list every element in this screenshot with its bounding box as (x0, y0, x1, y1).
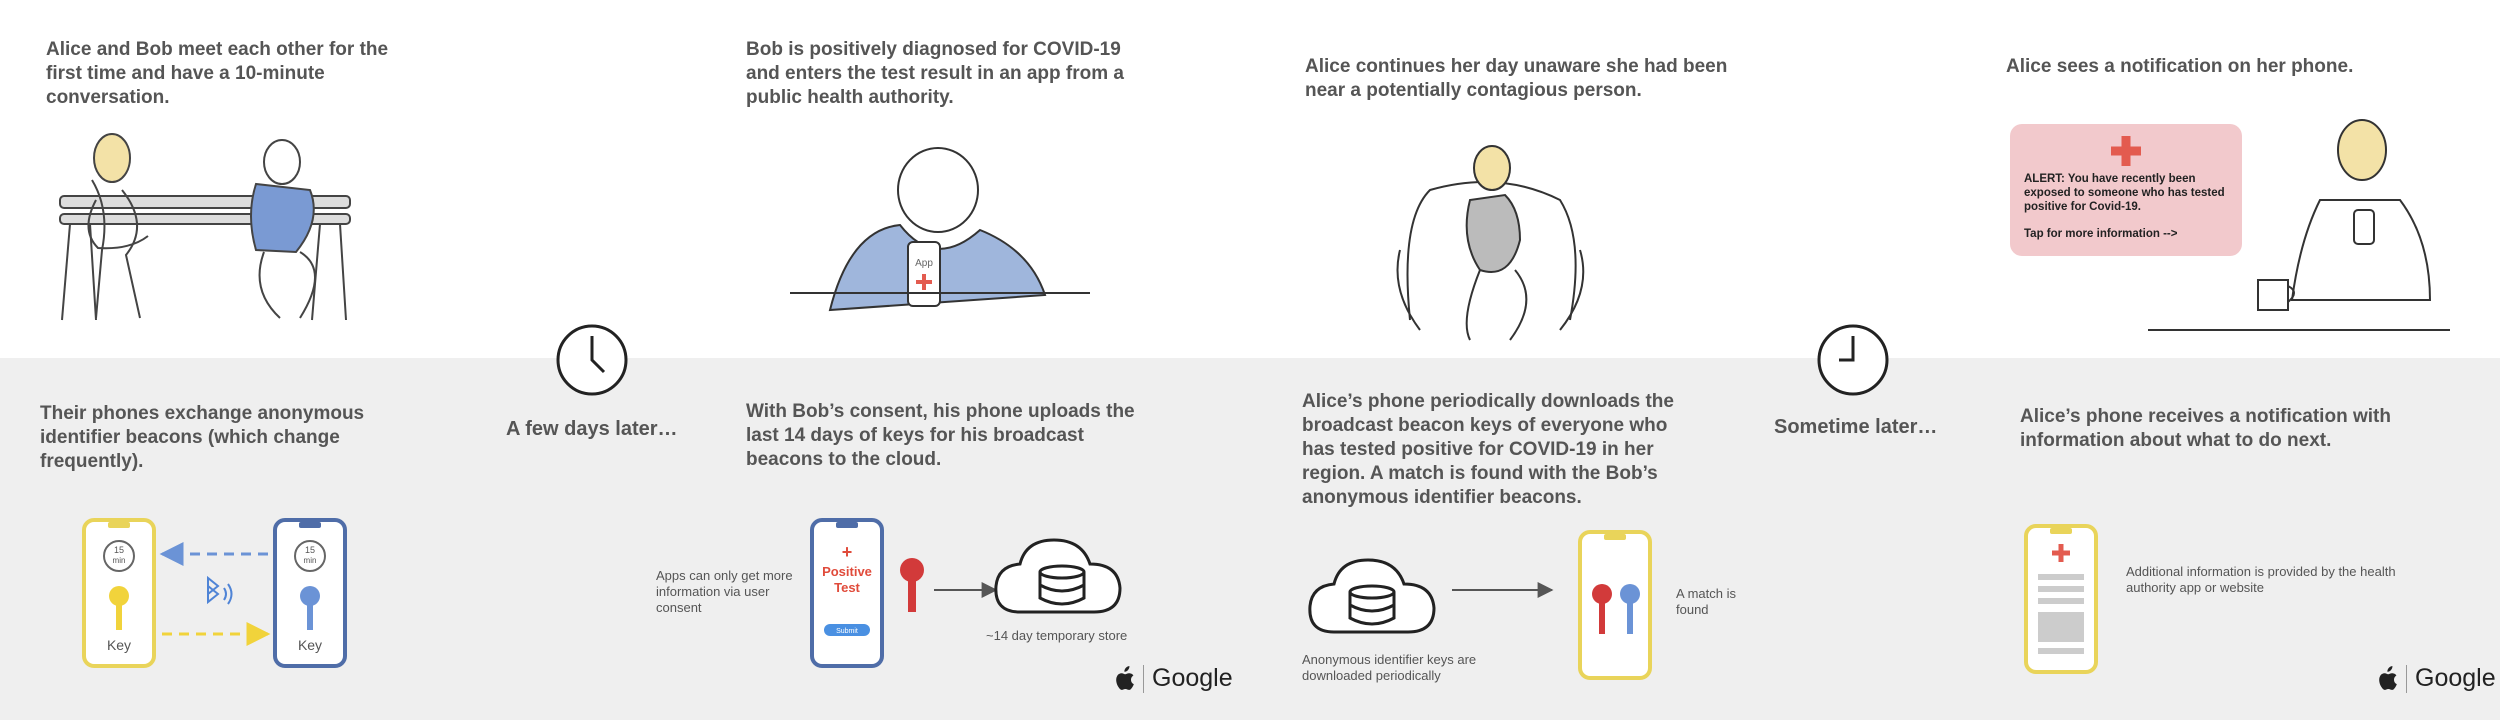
apple-google-logo-1: Google (1113, 664, 1233, 693)
positive-line1: Positive (822, 564, 872, 579)
phone-bob[interactable]: 15 min Key (273, 518, 347, 668)
positive-test-phone[interactable]: + Positive Test Submit (810, 518, 884, 668)
panel2-bottom-text: With Bob’s consent, his phone uploads th… (746, 401, 1135, 470)
logo-divider (2406, 664, 2407, 693)
panel3-top-text: Alice continues her day unaware she had … (1305, 56, 1728, 101)
key-label: Key (107, 637, 131, 653)
alert-tap-link[interactable]: Tap for more information --> (2024, 228, 2178, 240)
panel1-bottom-text: Their phones exchange anonymous identifi… (40, 403, 365, 472)
submit-button[interactable] (824, 624, 870, 636)
red-cross-icon (2052, 544, 2070, 562)
panel1-top-text: Alice and Bob meet each other for the fi… (46, 39, 389, 108)
clock-icon (556, 324, 628, 396)
panel2-top-text: Bob is positively diagnosed for COVID-19… (746, 39, 1124, 108)
consent-note: Apps can only get more information via u… (656, 568, 793, 615)
alice-in-chair (1396, 145, 1585, 341)
panel3-bottom-text: Alice’s phone periodically downloads the… (1302, 391, 1674, 508)
positive-line2: Test (834, 580, 860, 595)
bob-with-phone: App (790, 147, 1090, 312)
panel4-bottom-text: Alice’s phone receives a notification wi… (2020, 406, 2391, 451)
key-icon (300, 586, 320, 630)
transition-sometime: Sometime later… (1774, 416, 1938, 438)
cloud-database-icon (994, 538, 1122, 614)
submit-label: Submit (836, 628, 858, 635)
cloud-database-icon (1308, 558, 1436, 634)
download-note: Anonymous identifier keys are downloaded… (1302, 652, 1477, 683)
bluetooth-icon (207, 575, 233, 605)
match-phone[interactable] (1578, 530, 1652, 680)
red-cross-icon (2111, 136, 2141, 166)
transition-few-days: A few days later… (506, 418, 678, 440)
apple-google-logo-2: Google (2376, 664, 2496, 693)
logo-divider (1143, 664, 1144, 693)
clock-icon (1817, 324, 1889, 396)
bench-scene (59, 133, 351, 321)
timer-unit: min (304, 556, 317, 565)
phone-alice[interactable]: 15 min Key (82, 518, 156, 668)
google-wordmark: Google (2415, 664, 2496, 692)
timer-number: 15 (114, 545, 124, 555)
apple-logo-icon (2379, 665, 2397, 690)
timer-unit: min (113, 556, 126, 565)
key-label: Key (298, 637, 322, 653)
info-phone[interactable] (2024, 524, 2098, 674)
alert-text: ALERT: You have recently been exposed to… (2024, 173, 2225, 213)
panel4-top-text: Alice sees a notification on her phone. (2006, 56, 2354, 77)
key-icon (900, 558, 924, 612)
app-label: App (915, 258, 933, 269)
match-note: A match is found (1676, 586, 1736, 617)
key-icon (109, 586, 129, 630)
alice-with-phone (2148, 119, 2450, 331)
positive-plus: + (842, 542, 853, 562)
google-wordmark: Google (1152, 664, 1233, 692)
key-icon (1620, 584, 1640, 634)
key-icon (1592, 584, 1612, 634)
timer-number: 15 (305, 545, 315, 555)
apple-logo-icon (1116, 665, 1134, 690)
temp-store-note: ~14 day temporary store (986, 628, 1128, 643)
info-note: Additional information is provided by th… (2126, 564, 2396, 595)
red-cross-icon (916, 274, 932, 290)
